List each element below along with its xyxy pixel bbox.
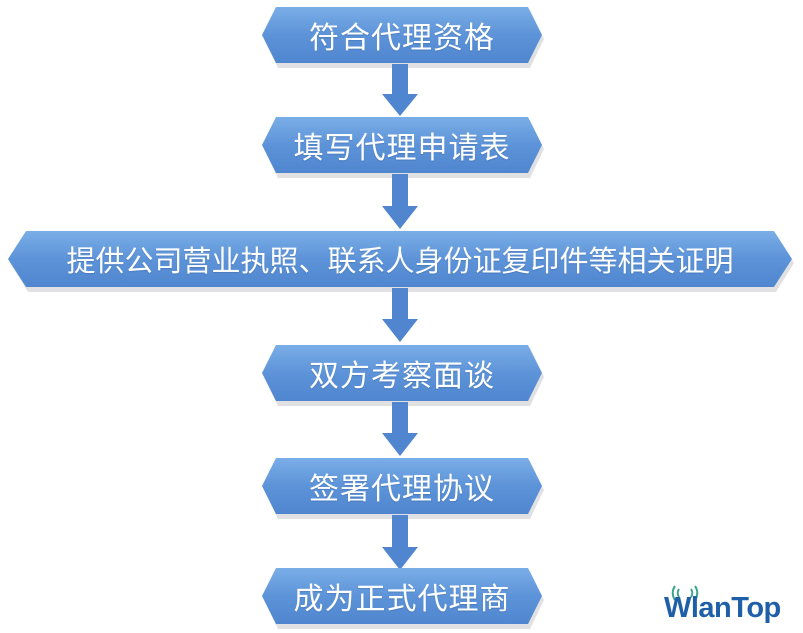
step-1-qualify: 符合代理资格	[262, 7, 542, 63]
step-3-label: 提供公司营业执照、联系人身份证复印件等相关证明	[66, 244, 734, 278]
wlantop-logo: WlanTop	[664, 580, 794, 630]
step-2-label: 填写代理申请表	[293, 131, 511, 166]
step-3-documents: 提供公司营业执照、联系人身份证复印件等相关证明	[8, 231, 792, 287]
step-6-official-agent: 成为正式代理商	[262, 568, 542, 624]
wifi-waves-icon	[671, 585, 699, 601]
step-4-label: 双方考察面谈	[309, 359, 495, 394]
arrow-down-icon	[380, 402, 420, 456]
arrow-down-icon	[380, 64, 420, 116]
step-2-application: 填写代理申请表	[262, 117, 542, 173]
step-5-sign-agreement: 签署代理协议	[262, 458, 542, 514]
arrow-down-icon	[380, 515, 420, 570]
arrow-down-icon	[380, 174, 420, 229]
step-1-label: 符合代理资格	[309, 21, 495, 56]
step-4-interview: 双方考察面谈	[262, 345, 542, 401]
step-5-label: 签署代理协议	[309, 472, 495, 507]
logo-text: WlanTop	[664, 592, 781, 624]
step-6-label: 成为正式代理商	[293, 582, 511, 617]
arrow-down-icon	[380, 288, 420, 342]
